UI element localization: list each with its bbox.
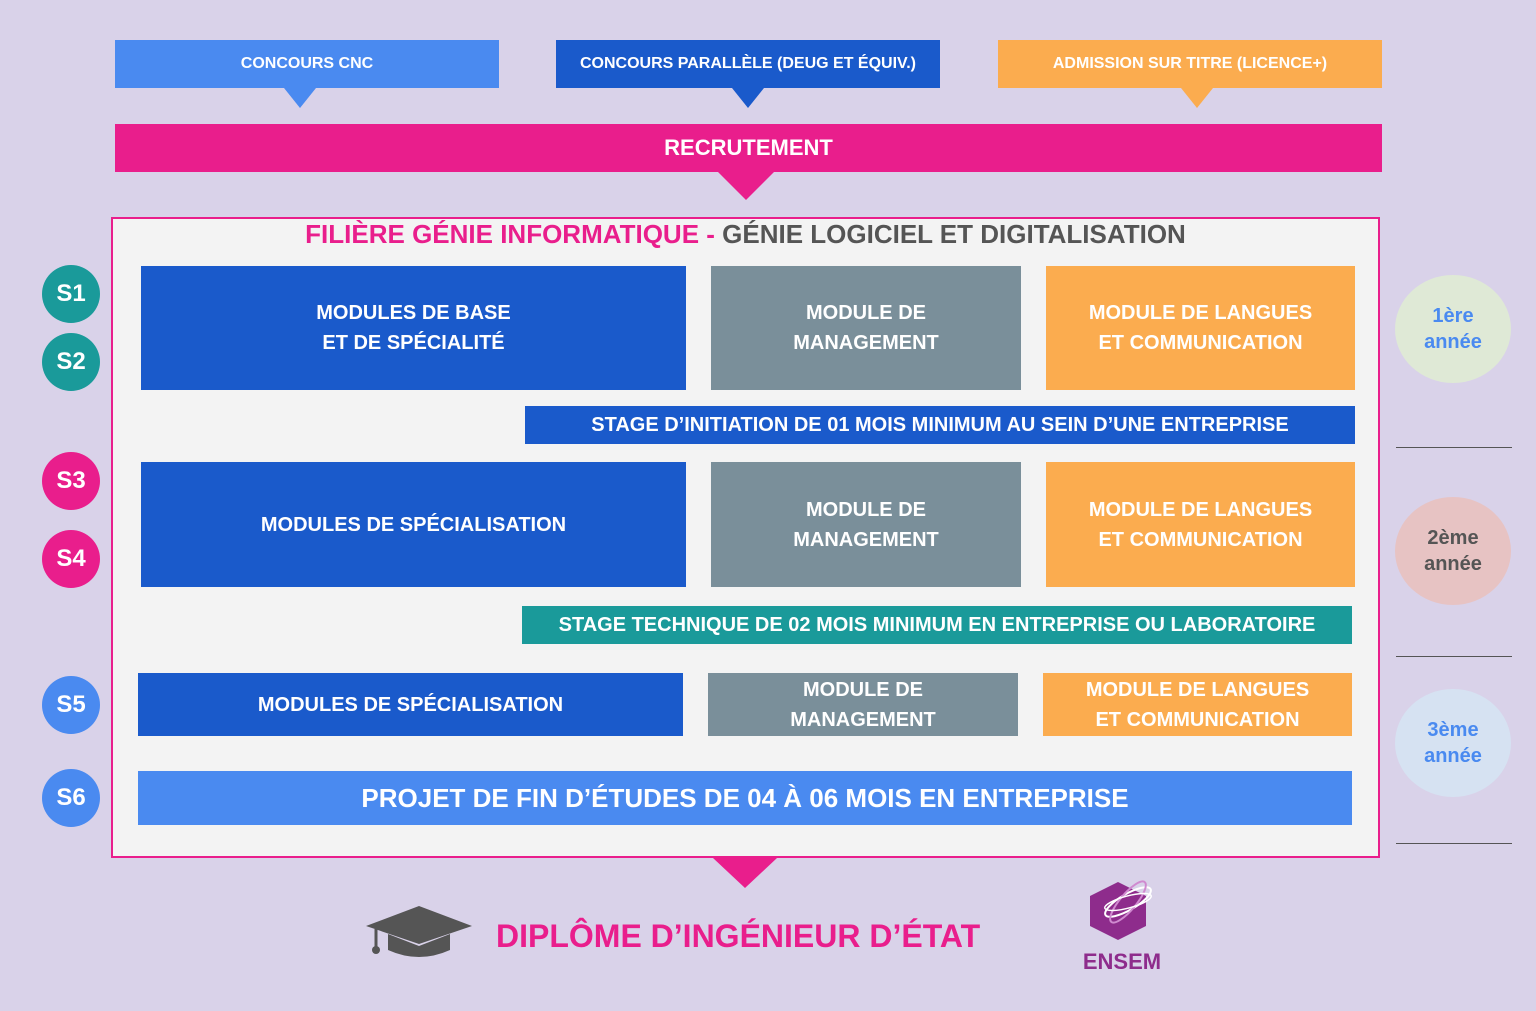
semester-s6: S6 bbox=[42, 769, 100, 827]
semester-s4: S4 bbox=[42, 530, 100, 588]
row1-main-modules: MODULES DE BASE ET DE SPÉCIALITÉ bbox=[141, 266, 686, 390]
internship-technical-label: STAGE TECHNIQUE DE 02 MOIS MINIMUM EN EN… bbox=[558, 613, 1316, 636]
row2-languages: MODULE DE LANGUES ET COMMUNICATION bbox=[1046, 462, 1355, 587]
recruitment-label: RECRUTEMENT bbox=[664, 135, 833, 160]
year-divider-3 bbox=[1396, 843, 1512, 844]
diploma-title: DIPLÔME D’INGÉNIEUR D’ÉTAT bbox=[496, 918, 980, 955]
ensem-logo: ENSEM bbox=[1080, 878, 1164, 974]
row3-management: MODULE DE MANAGEMENT bbox=[708, 673, 1018, 736]
row1-management: MODULE DE MANAGEMENT bbox=[711, 266, 1021, 390]
program-title-part1: FILIÈRE GÉNIE INFORMATIQUE - bbox=[305, 219, 723, 249]
row3-main-label: MODULES DE SPÉCIALISATION bbox=[257, 693, 564, 716]
year-3: 3ème année bbox=[1395, 689, 1511, 797]
year-divider-2 bbox=[1396, 656, 1512, 657]
ensem-logo-text: ENSEM bbox=[1082, 949, 1162, 974]
semester-s5-label: S5 bbox=[56, 691, 86, 718]
admission-cnc-label: CONCOURS CNC bbox=[240, 55, 374, 72]
semester-s3: S3 bbox=[42, 452, 100, 510]
row2-main-modules: MODULES DE SPÉCIALISATION bbox=[141, 462, 686, 587]
year-2-label: 2ème année bbox=[1424, 527, 1482, 575]
internship-technical: STAGE TECHNIQUE DE 02 MOIS MINIMUM EN EN… bbox=[522, 606, 1352, 644]
internship-initiation: STAGE D’INITIATION DE 01 MOIS MINIMUM AU… bbox=[525, 406, 1355, 444]
graduation-cap-icon bbox=[364, 904, 474, 960]
arrow-cnc bbox=[284, 88, 316, 108]
program-title-part2: GÉNIE LOGICIEL ET DIGITALISATION bbox=[722, 219, 1186, 249]
semester-s6-label: S6 bbox=[56, 784, 86, 811]
diploma-title-label: DIPLÔME D’INGÉNIEUR D’ÉTAT bbox=[496, 918, 981, 954]
semester-s1: S1 bbox=[42, 265, 100, 323]
recruitment-bar: RECRUTEMENT bbox=[115, 124, 1382, 172]
row3-management-label: MODULE DE MANAGEMENT bbox=[790, 678, 936, 731]
admission-cnc: CONCOURS CNC bbox=[115, 40, 499, 88]
row1-main-label: MODULES DE BASE ET DE SPÉCIALITÉ bbox=[316, 302, 511, 354]
row1-languages-label: MODULE DE LANGUES ET COMMUNICATION bbox=[1088, 302, 1313, 354]
admission-parallel: CONCOURS PARALLÈLE (DEUG ET ÉQUIV.) bbox=[556, 40, 940, 88]
arrow-recruitment bbox=[718, 172, 774, 200]
final-project: PROJET DE FIN D’ÉTUDES DE 04 À 06 MOIS E… bbox=[138, 771, 1352, 825]
year-3-label: 3ème année bbox=[1424, 719, 1482, 767]
row1-languages: MODULE DE LANGUES ET COMMUNICATION bbox=[1046, 266, 1355, 390]
final-project-label: PROJET DE FIN D’ÉTUDES DE 04 À 06 MOIS E… bbox=[361, 782, 1129, 813]
semester-s2-label: S2 bbox=[56, 348, 86, 375]
semester-s2: S2 bbox=[42, 333, 100, 391]
semester-s4-label: S4 bbox=[56, 545, 86, 572]
year-divider-1 bbox=[1396, 447, 1512, 448]
row2-main-label: MODULES DE SPÉCIALISATION bbox=[260, 513, 567, 536]
semester-s5: S5 bbox=[42, 676, 100, 734]
admission-title: ADMISSION SUR TITRE (LICENCE+) bbox=[998, 40, 1382, 88]
internship-initiation-label: STAGE D’INITIATION DE 01 MOIS MINIMUM AU… bbox=[591, 413, 1289, 436]
admission-parallel-label: CONCOURS PARALLÈLE (DEUG ET ÉQUIV.) bbox=[579, 55, 917, 72]
ensem-logo-mark bbox=[1090, 880, 1152, 940]
row3-main-modules: MODULES DE SPÉCIALISATION bbox=[138, 673, 683, 736]
year-1: 1ère année bbox=[1395, 275, 1511, 383]
row3-languages: MODULE DE LANGUES ET COMMUNICATION bbox=[1043, 673, 1352, 736]
admission-title-label: ADMISSION SUR TITRE (LICENCE+) bbox=[1052, 55, 1328, 72]
arrow-diploma bbox=[713, 858, 777, 888]
row2-management-label: MODULE DE MANAGEMENT bbox=[793, 498, 939, 551]
row2-languages-label: MODULE DE LANGUES ET COMMUNICATION bbox=[1088, 498, 1313, 551]
row3-languages-label: MODULE DE LANGUES ET COMMUNICATION bbox=[1085, 678, 1310, 731]
semester-s1-label: S1 bbox=[56, 280, 86, 307]
semester-s3-label: S3 bbox=[56, 467, 86, 494]
year-1-label: 1ère année bbox=[1424, 305, 1482, 353]
row2-management: MODULE DE MANAGEMENT bbox=[711, 462, 1021, 587]
arrow-title bbox=[1181, 88, 1213, 108]
program-title: FILIÈRE GÉNIE INFORMATIQUE - GÉNIE LOGIC… bbox=[111, 219, 1380, 250]
year-2: 2ème année bbox=[1395, 497, 1511, 605]
row1-management-label: MODULE DE MANAGEMENT bbox=[793, 302, 939, 354]
arrow-parallel bbox=[732, 88, 764, 108]
